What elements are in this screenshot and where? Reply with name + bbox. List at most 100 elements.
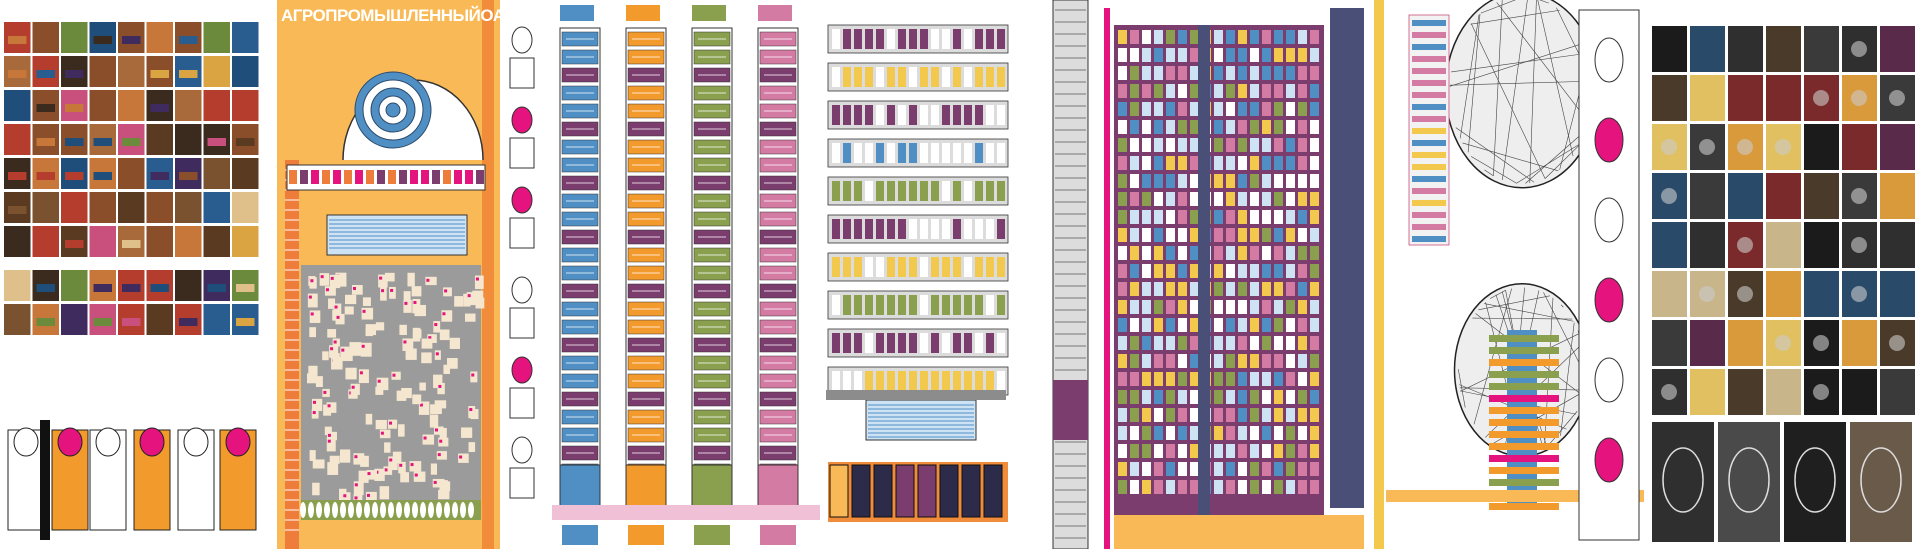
stall-accent <box>437 453 441 457</box>
market-stall <box>365 491 377 504</box>
facade-window <box>1154 192 1163 206</box>
shell-outline <box>1444 0 1600 189</box>
elevation-window <box>953 67 961 87</box>
market-stall <box>309 310 321 323</box>
facade-window <box>1190 390 1199 404</box>
stall-accent <box>361 344 365 348</box>
band-cell <box>289 170 297 184</box>
stall-accent <box>312 411 316 415</box>
photo-detail <box>36 70 55 78</box>
market-stall <box>474 275 484 290</box>
photo-tile <box>232 158 259 189</box>
facade-window <box>1142 210 1151 224</box>
facade-window <box>1298 336 1307 350</box>
facade-window <box>1130 408 1139 422</box>
facade-window <box>1274 462 1283 476</box>
shell-mesh <box>1457 369 1466 408</box>
facade-window <box>1262 300 1271 314</box>
stall-accent <box>389 421 393 425</box>
facade-window <box>1142 318 1151 332</box>
facade-window <box>1190 120 1199 134</box>
photo-detail <box>179 70 198 78</box>
elevation-window <box>997 143 1005 163</box>
elevation-window <box>964 295 972 315</box>
elevation-window <box>942 105 950 125</box>
market-stall <box>403 299 412 313</box>
elevation-window <box>898 29 906 49</box>
photo-tile <box>32 22 59 53</box>
facade-window <box>1130 66 1139 80</box>
market-stall <box>449 337 460 349</box>
facade-window <box>1238 66 1247 80</box>
shell-mesh <box>1537 0 1574 157</box>
facade-window <box>1178 84 1187 98</box>
elevation-window <box>931 181 939 201</box>
market-stall <box>350 383 360 395</box>
side-tower <box>1052 0 1089 549</box>
facade-window <box>1214 66 1223 80</box>
facade-window <box>1226 444 1235 458</box>
render-tile <box>1880 271 1915 317</box>
oasis-plan-drawing <box>277 0 545 549</box>
photo-detail <box>93 318 112 326</box>
stall-accent <box>392 373 396 377</box>
blue-pylon <box>1330 8 1364 508</box>
facade-window <box>1274 426 1283 440</box>
render-tile <box>1842 369 1877 415</box>
photo-tile <box>232 56 259 87</box>
render-collage-sheet <box>1648 0 1920 549</box>
facade-window <box>1190 282 1199 296</box>
facade-window <box>1310 192 1319 206</box>
render-tile <box>1804 222 1839 268</box>
render-detail <box>1889 335 1905 351</box>
facade-window <box>1154 156 1163 170</box>
elevation-window <box>942 143 950 163</box>
facade-window <box>1262 282 1271 296</box>
tower-header <box>560 5 594 21</box>
shell-mesh <box>1484 169 1494 177</box>
facade-window <box>1226 210 1235 224</box>
facade-window <box>1142 48 1151 62</box>
photo-tile <box>4 90 31 121</box>
elevation-window <box>843 219 851 239</box>
photo-tile <box>118 56 145 87</box>
facade-window <box>1250 192 1259 206</box>
facade-window <box>1178 300 1187 314</box>
photo-tile <box>146 304 173 335</box>
shell-mesh <box>1470 23 1546 179</box>
render-detail <box>1737 286 1753 302</box>
market-stall <box>308 365 318 376</box>
elevation-window <box>832 181 840 201</box>
facade-window <box>1274 282 1283 296</box>
market-stall <box>331 357 343 370</box>
facade-window <box>1262 192 1271 206</box>
shell-mesh <box>1470 156 1517 184</box>
tower-elevation-sheet <box>826 0 1096 549</box>
shell-floor <box>1489 371 1559 378</box>
elevation-window <box>843 257 851 277</box>
band-cell <box>311 170 319 184</box>
market-stall <box>307 293 318 308</box>
facade-window <box>1130 480 1139 494</box>
photo-detail <box>150 70 169 78</box>
facade-window <box>1190 318 1199 332</box>
facade-window <box>1214 120 1223 134</box>
facade-window <box>1238 408 1247 422</box>
elevation-window <box>887 219 895 239</box>
stall-accent <box>354 496 358 500</box>
facade-window <box>1178 390 1187 404</box>
facade-window <box>1166 246 1175 260</box>
facade-window <box>1274 264 1283 278</box>
facade-window <box>1130 120 1139 134</box>
render-tile <box>1880 26 1915 72</box>
render-tile <box>1766 271 1801 317</box>
render-tile <box>1804 124 1839 170</box>
facade-window <box>1226 372 1235 386</box>
stall-accent <box>343 494 347 498</box>
elevation-window <box>920 295 928 315</box>
facade-window <box>1166 156 1175 170</box>
elevation-window <box>832 29 840 49</box>
facade-window <box>1142 354 1151 368</box>
elevation-window <box>865 181 873 201</box>
facade-window <box>1190 156 1199 170</box>
